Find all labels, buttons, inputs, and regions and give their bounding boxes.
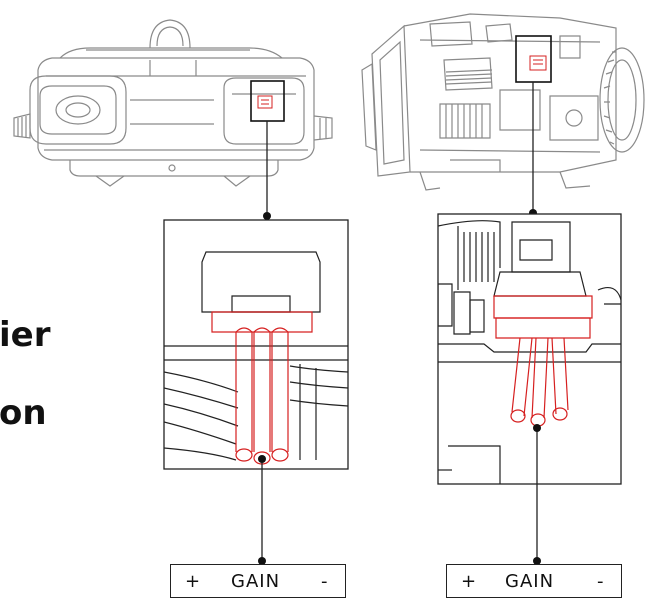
gain-right-text: GAIN [505, 570, 555, 592]
left-highlight-box [250, 80, 285, 122]
gain-left-minus: - [321, 570, 328, 592]
left-detail-frame [163, 219, 349, 470]
right-detail-frame [437, 213, 622, 485]
right-device-connector-mark [529, 55, 547, 71]
gain-label-right: + GAIN - [446, 564, 622, 598]
side-text-line-1: ier [0, 315, 51, 355]
left-leader-dot-bottom [258, 557, 266, 565]
side-text-line-2: on [0, 393, 47, 433]
gain-left-plus: + [185, 570, 201, 592]
right-leader-dot-bottom [533, 557, 541, 565]
left-leader-dot-top [263, 212, 271, 220]
gain-label-left: + GAIN - [170, 564, 346, 598]
left-leader-dot-mid [258, 455, 266, 463]
left-device-connector-mark [257, 95, 273, 109]
right-device-drawing [361, 13, 645, 191]
left-device-drawing [13, 19, 333, 187]
right-leader-dot-mid [533, 424, 541, 432]
gain-left-text: GAIN [231, 570, 281, 592]
gain-right-minus: - [597, 570, 604, 592]
gain-right-plus: + [461, 570, 477, 592]
right-detail-drawing [438, 220, 621, 484]
left-detail-drawing [164, 251, 348, 465]
